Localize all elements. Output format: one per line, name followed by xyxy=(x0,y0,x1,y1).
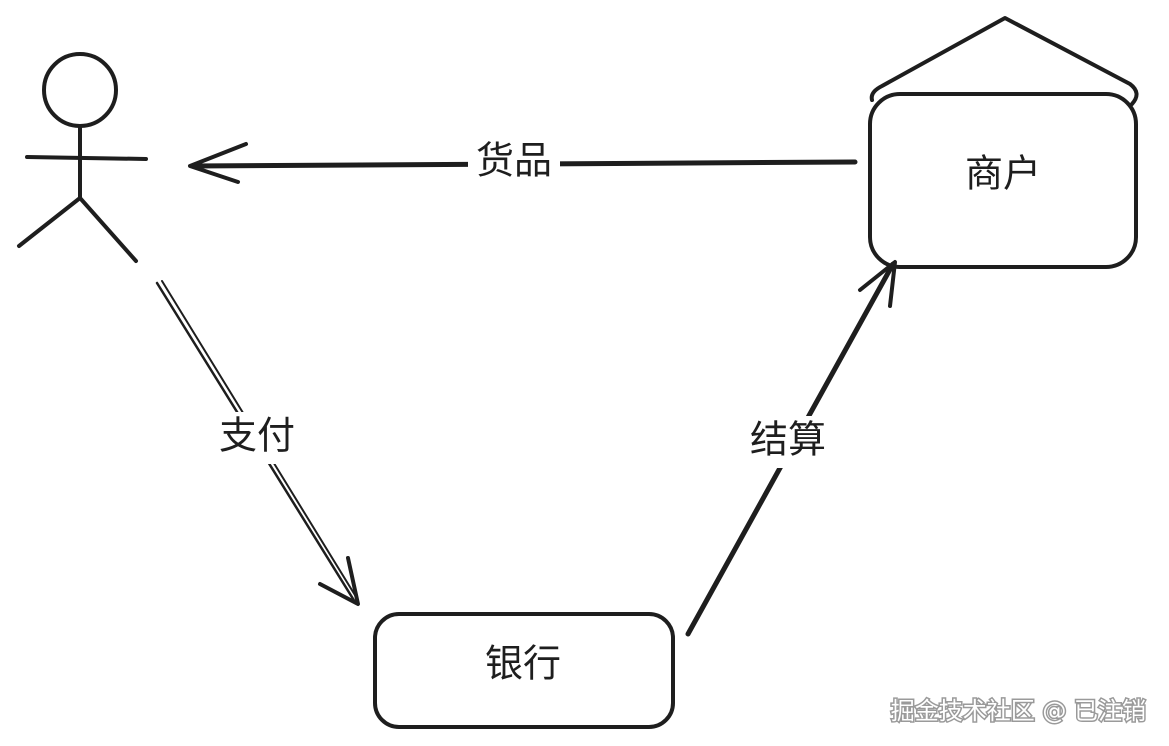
settlement-arrow: 结算 xyxy=(685,260,897,637)
payment-label: 支付 xyxy=(219,414,295,458)
merchant-box xyxy=(868,92,1138,269)
goods-label: 货品 xyxy=(476,139,552,183)
settlement-label: 结算 xyxy=(750,418,826,462)
bank-label: 银行 xyxy=(485,642,561,686)
payment-arrow-head xyxy=(318,556,360,606)
merchant-node: 商户 xyxy=(868,16,1139,269)
bank-box xyxy=(373,612,675,729)
goods-label-bg xyxy=(468,138,560,190)
merchant-roof xyxy=(869,16,1139,106)
goods-arrow: 货品 xyxy=(188,138,858,190)
goods-arrow-head xyxy=(188,142,248,184)
settlement-label-bg xyxy=(744,416,832,468)
payment-label-bg xyxy=(214,412,300,464)
customer-stick-figure xyxy=(17,52,148,263)
settlement-arrow-head xyxy=(858,260,897,308)
merchant-label: 商户 xyxy=(965,152,1041,196)
watermark-text: 掘金技术社区 @ 已注销 xyxy=(891,697,1146,725)
payment-arrow: 支付 xyxy=(155,280,360,606)
stick-figure-right-leg xyxy=(78,196,138,263)
stick-figure-left-leg xyxy=(17,196,82,248)
bank-node: 银行 xyxy=(373,612,675,729)
stick-figure-head xyxy=(42,52,118,128)
stick-figure-arms xyxy=(25,155,148,161)
